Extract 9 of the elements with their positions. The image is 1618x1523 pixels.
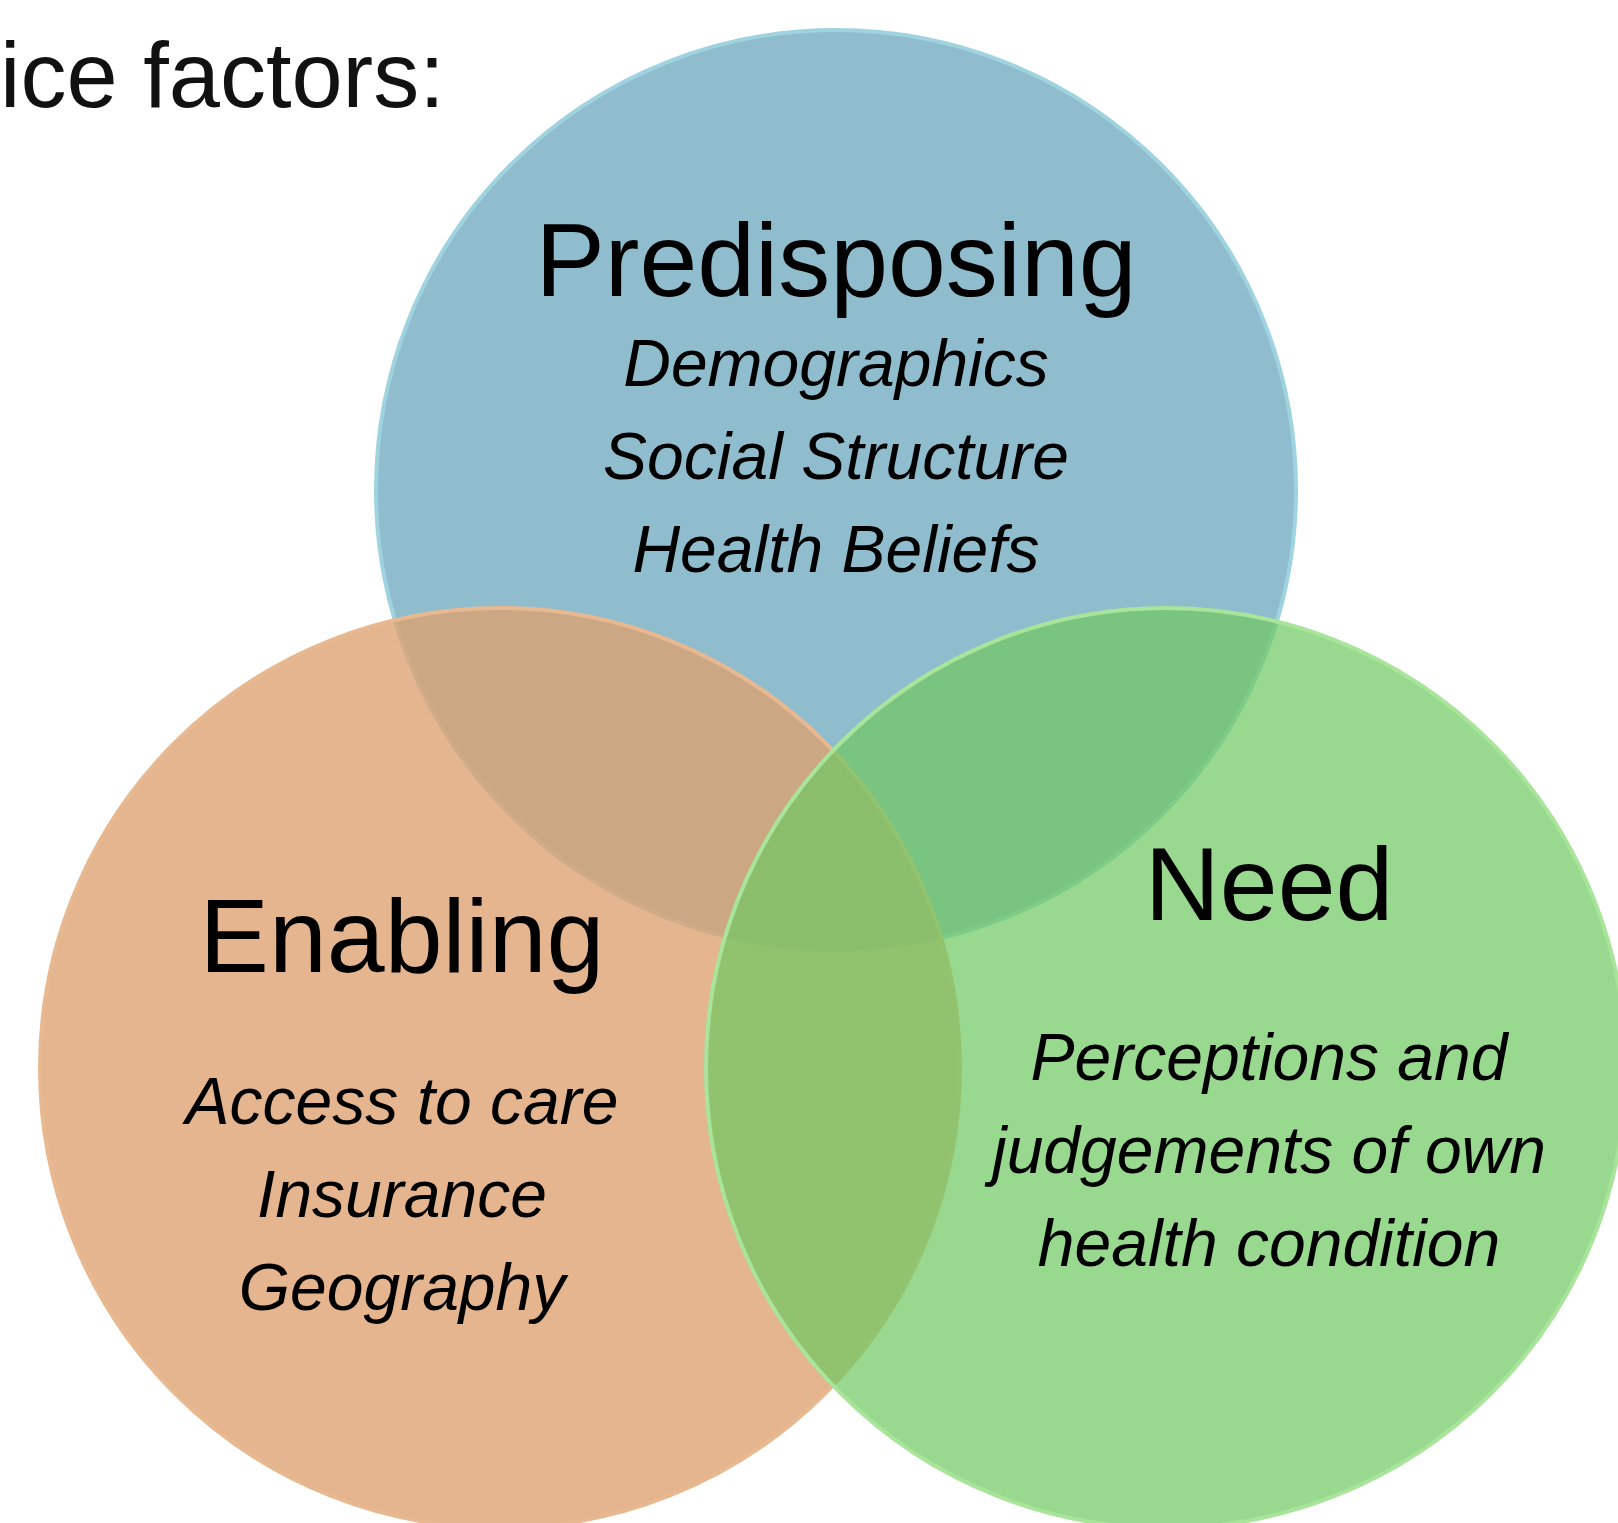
circle-heading: Enabling xyxy=(199,879,605,993)
factor-text: Insurance xyxy=(257,1156,547,1233)
factor-text: Demographics xyxy=(623,325,1049,402)
factor-text: Health Beliefs xyxy=(632,511,1040,588)
factor-text: Social Structure xyxy=(603,418,1069,495)
slide-title: ice factors: xyxy=(0,23,445,128)
factor-text: Perceptions and judgements of own health condition xyxy=(969,1011,1569,1290)
circle-heading: Need xyxy=(1144,827,1394,941)
circle-heading: Predisposing xyxy=(535,203,1137,317)
